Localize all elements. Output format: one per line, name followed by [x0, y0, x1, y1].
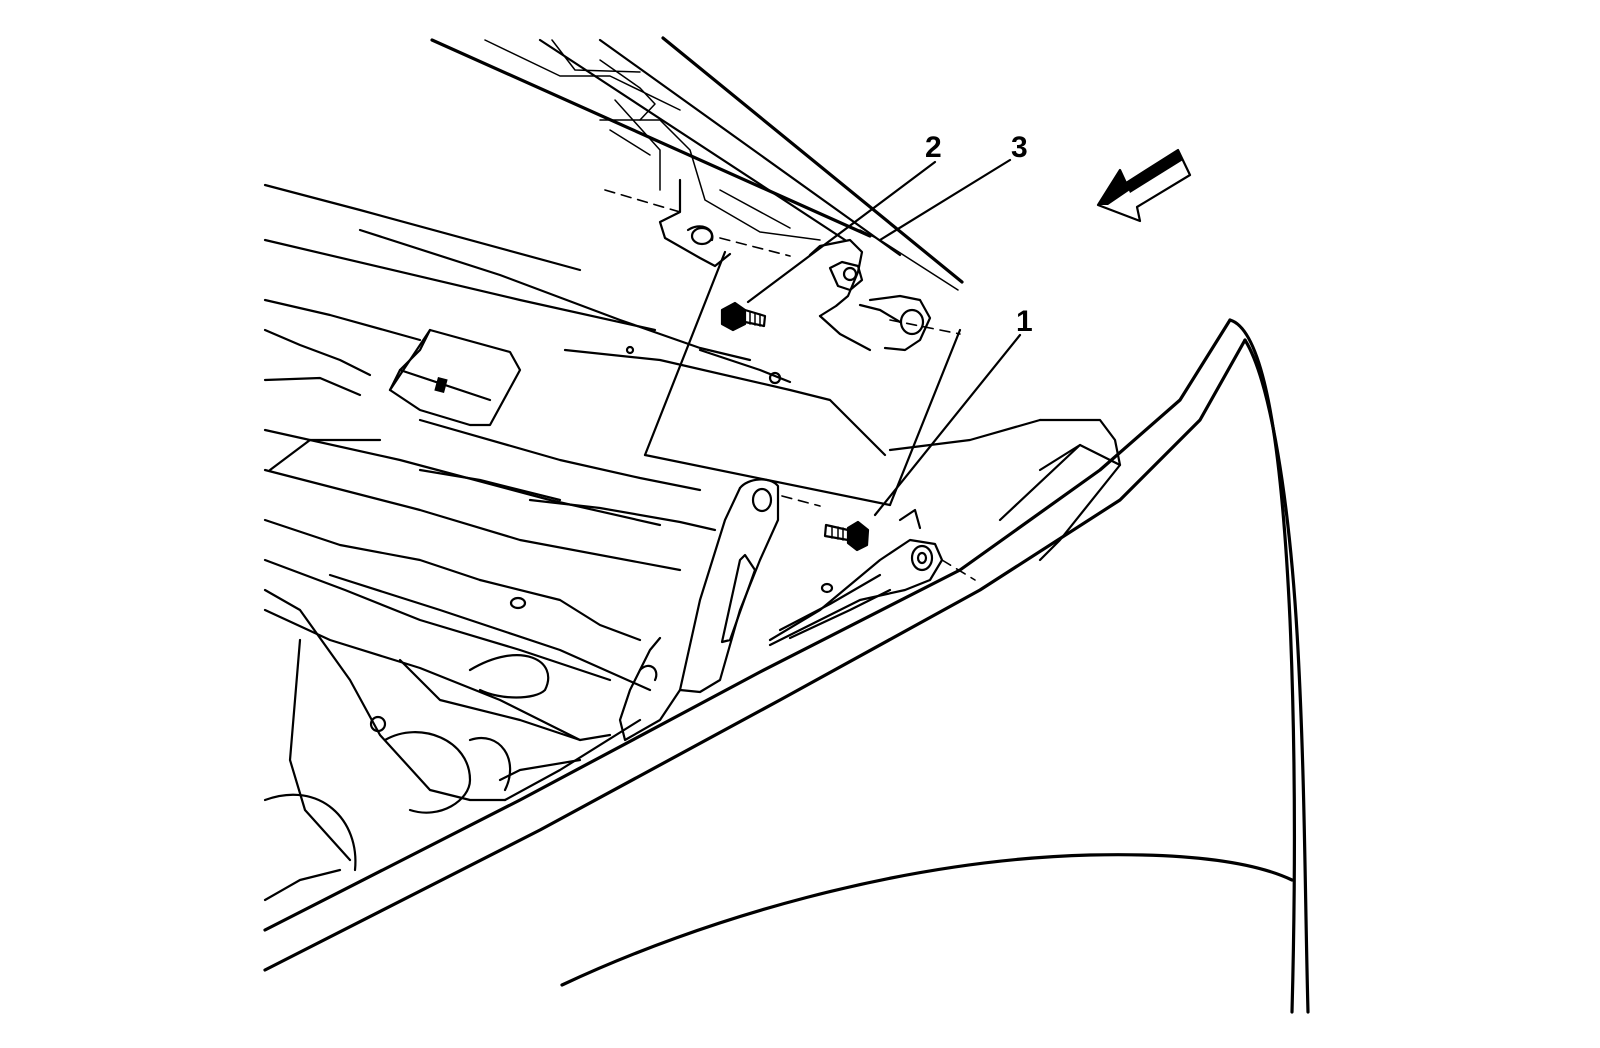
callout-1-label: 1	[1016, 305, 1033, 338]
hood-panel	[430, 36, 964, 291]
bolt-lower	[781, 495, 870, 552]
direction-arrow-icon	[1096, 148, 1192, 223]
callout-2-label: 2	[925, 131, 942, 164]
cowl-structure	[263, 183, 887, 742]
hinge-lower-arm	[618, 478, 780, 742]
fender-apron	[263, 588, 642, 902]
hinge-upper-bracket	[658, 178, 932, 352]
fender-panel	[263, 318, 1310, 1014]
callout-leaders	[746, 158, 1022, 517]
bolt-upper	[720, 301, 767, 332]
callout-3-label: 3	[1011, 131, 1028, 164]
hinge-linkage	[768, 418, 1122, 647]
